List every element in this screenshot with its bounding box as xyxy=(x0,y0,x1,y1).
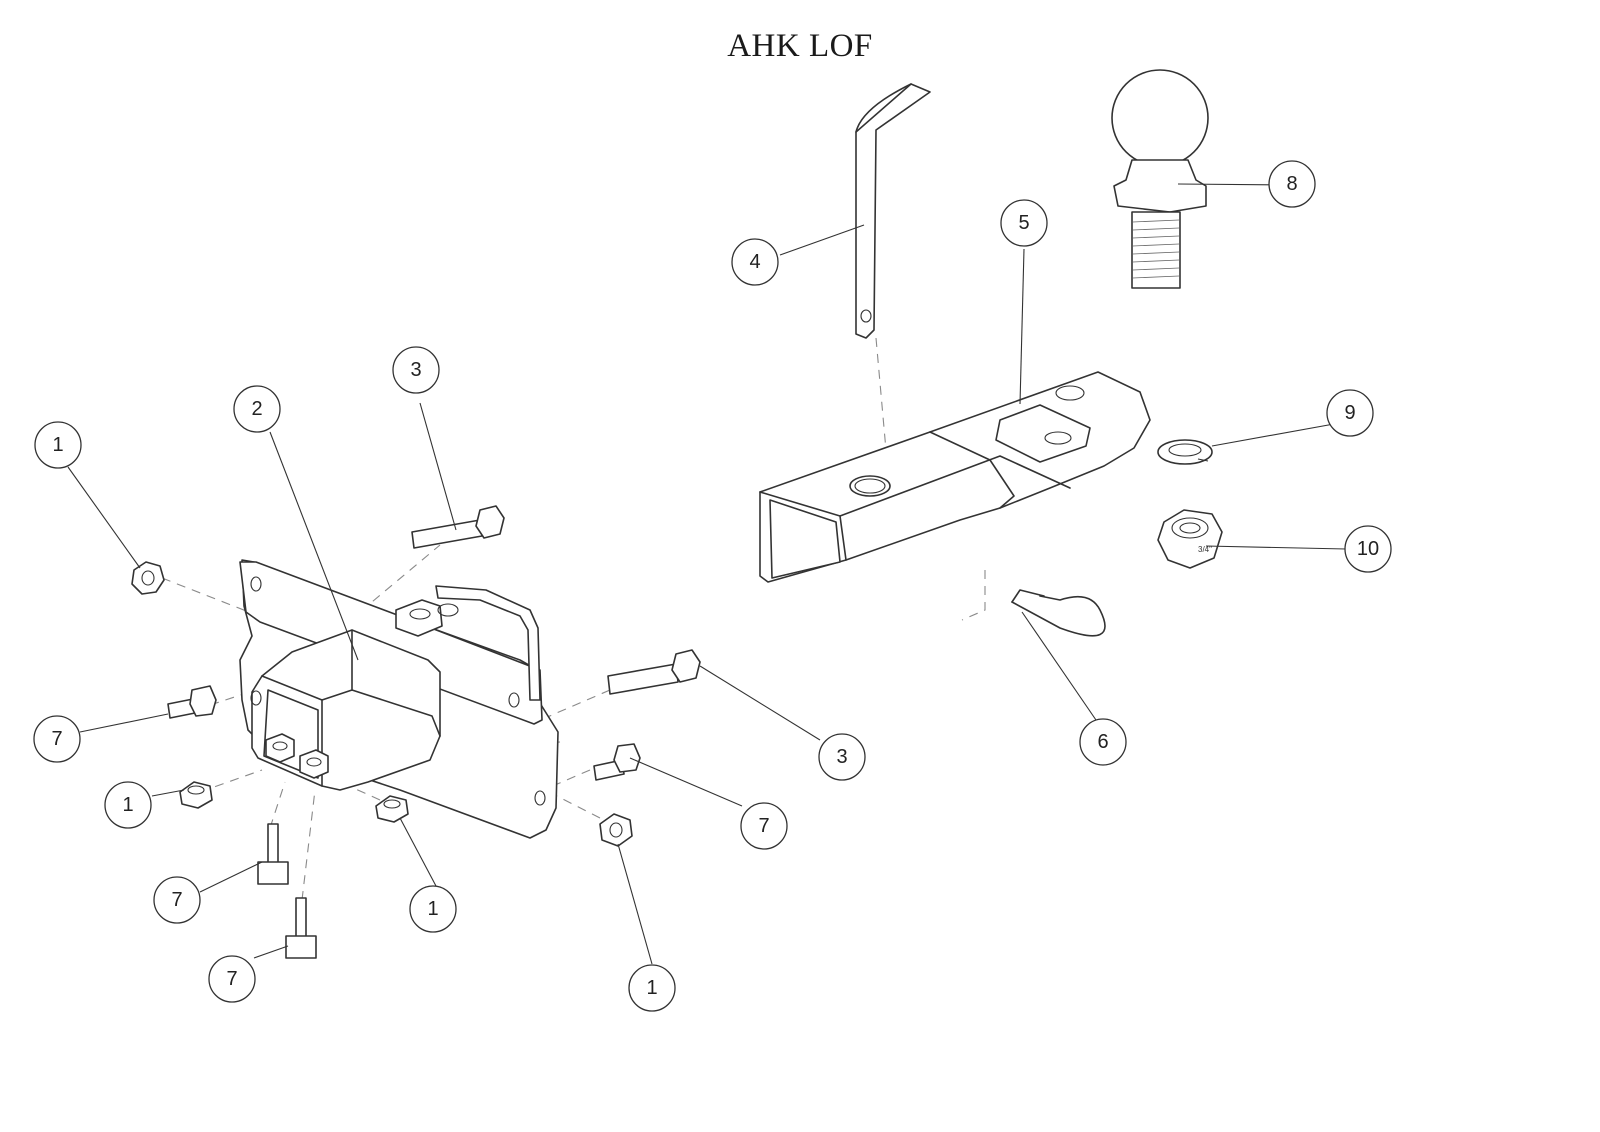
flange-bolt-part-7-left xyxy=(167,685,217,719)
lock-washer-part-9 xyxy=(1157,439,1213,465)
callout-2: 2 xyxy=(233,385,281,433)
svg-text:1: 1 xyxy=(427,898,438,920)
svg-text:8: 8 xyxy=(1286,173,1297,195)
svg-text:5: 5 xyxy=(1018,212,1029,234)
svg-text:7: 7 xyxy=(758,815,769,837)
svg-text:1: 1 xyxy=(122,794,133,816)
hex-nut-part-10: 3/4" xyxy=(1157,509,1223,569)
callout-6: 6 xyxy=(1079,718,1127,766)
flange-bolt-part-7-bottom-a xyxy=(257,823,289,885)
flange-bolt-part-7-bottom-b xyxy=(285,897,317,959)
receiver-bracket-part-2 xyxy=(239,559,559,839)
svg-text:1: 1 xyxy=(52,434,63,456)
callout-bubbles: 1 1 1 1 2 3 3 4 5 6 7 7 7 7 8 9 10 xyxy=(33,160,1392,1012)
bolt-part-3-upper xyxy=(411,505,505,549)
svg-text:6: 6 xyxy=(1097,731,1108,753)
svg-text:4: 4 xyxy=(749,251,760,273)
pin-clip-part-6 xyxy=(1011,589,1106,637)
callout-5: 5 xyxy=(1000,199,1048,247)
hitch-pin-part-4 xyxy=(855,83,931,339)
ball-mount-part-5 xyxy=(759,371,1151,583)
svg-text:7: 7 xyxy=(51,728,62,750)
callout-3-a: 3 xyxy=(392,346,440,394)
flange-nut-part-1-a xyxy=(131,561,165,595)
svg-text:2: 2 xyxy=(251,398,262,420)
callout-4: 4 xyxy=(731,238,779,286)
callout-3-b: 3 xyxy=(818,733,866,781)
callout-7-c: 7 xyxy=(153,876,201,924)
nut-size-marking: 3/4" xyxy=(1198,545,1212,554)
svg-text:10: 10 xyxy=(1357,538,1379,560)
diagram-title: AHK LOF xyxy=(727,28,873,64)
callout-7-d: 7 xyxy=(208,955,256,1003)
flange-nut-part-1-b xyxy=(179,781,213,809)
svg-text:7: 7 xyxy=(171,889,182,911)
callout-1-c: 1 xyxy=(409,885,457,933)
flange-nut-part-1-d xyxy=(599,813,633,847)
callout-10: 10 xyxy=(1344,525,1392,573)
flange-nut-part-1-c xyxy=(375,795,409,823)
svg-text:3: 3 xyxy=(836,746,847,768)
callout-9: 9 xyxy=(1326,389,1374,437)
callout-1-d: 1 xyxy=(628,964,676,1012)
callout-8: 8 xyxy=(1268,160,1316,208)
hitch-ball-part-8 xyxy=(1111,69,1209,289)
svg-text:1: 1 xyxy=(646,977,657,999)
callout-1-a: 1 xyxy=(34,421,82,469)
callout-1-b: 1 xyxy=(104,781,152,829)
svg-text:9: 9 xyxy=(1344,402,1355,424)
assembly-dashed-lines xyxy=(161,337,986,901)
svg-text:3: 3 xyxy=(410,359,421,381)
flange-bolt-part-7-right xyxy=(593,743,641,781)
svg-text:7: 7 xyxy=(226,968,237,990)
callout-7-a: 7 xyxy=(33,715,81,763)
bolt-part-3-lower xyxy=(607,649,701,695)
callout-7-b: 7 xyxy=(740,802,788,850)
